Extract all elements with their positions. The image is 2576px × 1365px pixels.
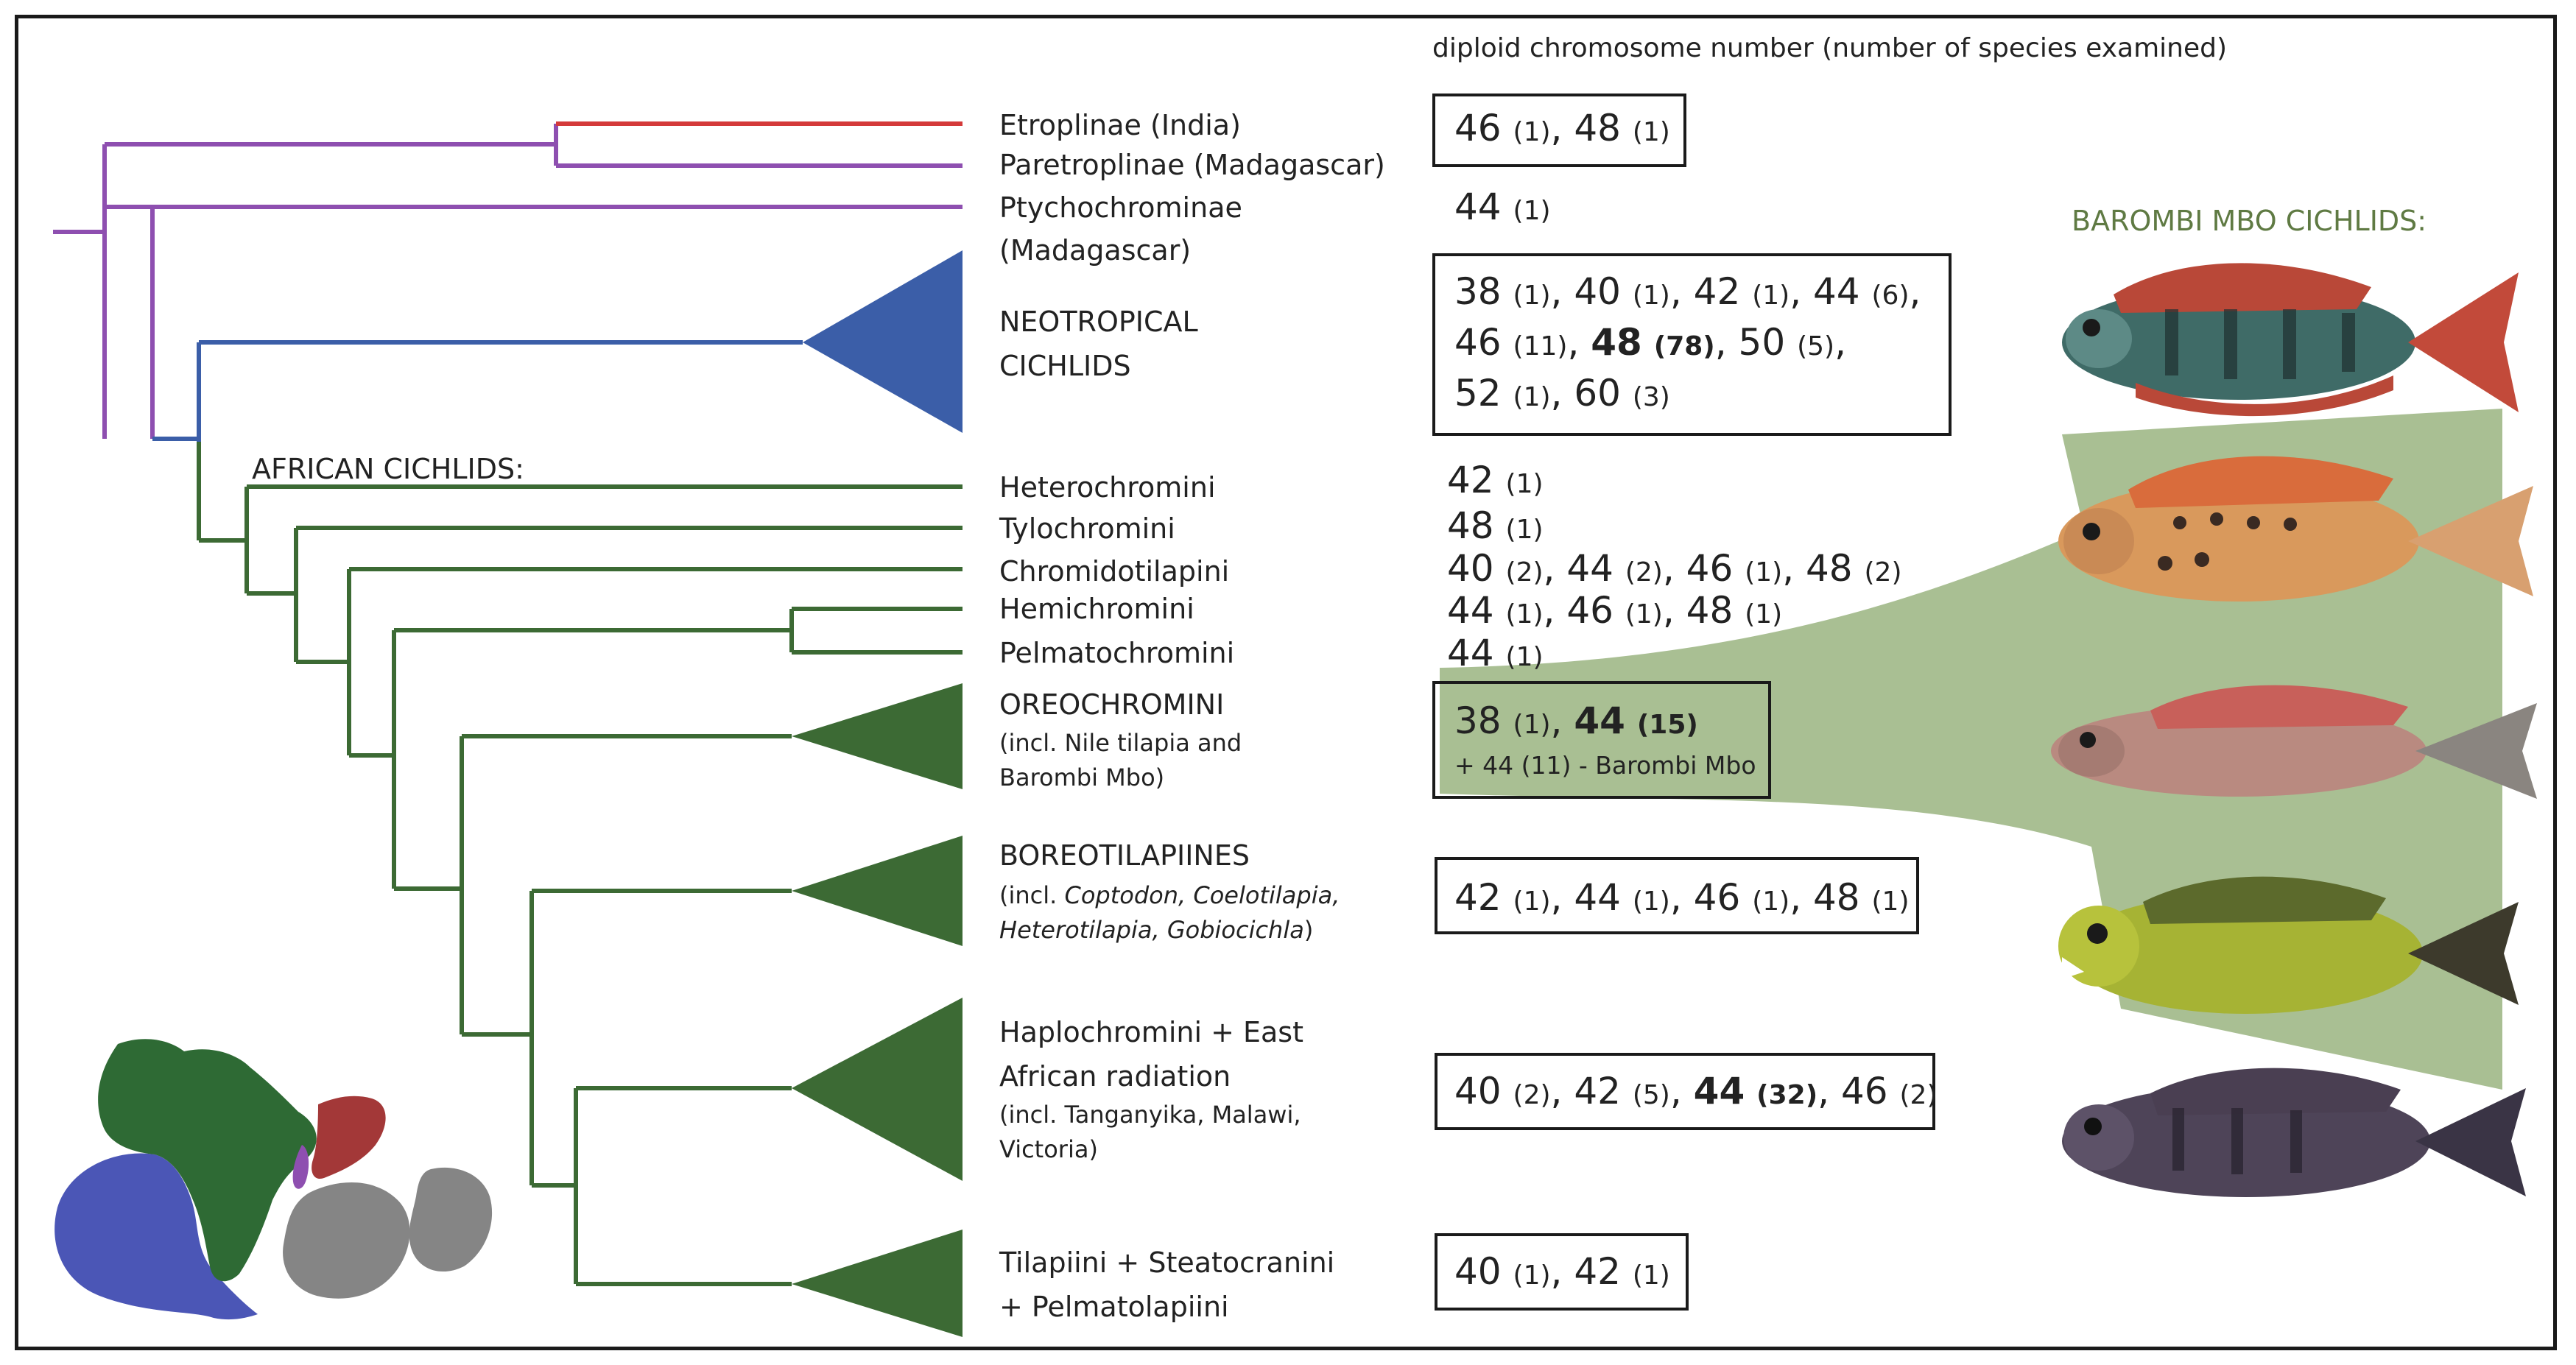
taxon-ptychochrominae-region: (Madagascar) [999, 234, 1192, 267]
counts-etroplinae: 46 (1), 48 (1) [1454, 107, 1670, 149]
taxon-chromidotilapini: Chromidotilapini [999, 555, 1230, 588]
fish-orange-spotted [2058, 456, 2533, 602]
madagascar-branches [53, 124, 963, 439]
fish-yellow-green [2058, 876, 2519, 1014]
haplochromini-clade-triangle [792, 998, 963, 1181]
neotropical-clade-triangle [803, 250, 963, 433]
oreochromini-clade-triangle [792, 683, 963, 789]
counts-oreochromini: 38 (1), 44 (15) [1454, 699, 1698, 742]
taxon-haplochromini-note: (incl. Tanganyika, Malawi, [999, 1101, 1301, 1129]
taxon-paretroplinae: Paretroplinae (Madagascar) [999, 149, 1385, 181]
taxon-boreotilapiines-note: (incl. Coptodon, Coelotilapia, [999, 881, 1340, 909]
count-box-boreotilapiines [1435, 857, 1919, 934]
map-madagascar [292, 1145, 309, 1189]
taxon-haplochromini-note-2: Victoria) [999, 1135, 1098, 1163]
counts-chromidotilapini: 40 (2), 44 (2), 46 (1), 48 (2) [1447, 547, 1902, 590]
counts-hemichromini: 44 (1), 46 (1), 48 (1) [1447, 589, 1783, 632]
tilapiini-clade-triangle [792, 1230, 963, 1337]
neotropical-branches [152, 340, 803, 442]
counts-pelmatochromini: 44 (1) [1447, 632, 1544, 674]
taxon-oreochromini: OREOCHROMINI [999, 688, 1225, 721]
count-box-etroplinae [1432, 94, 1686, 167]
taxon-boreotilapiines: BOREOTILAPIINES [999, 839, 1250, 872]
count-box-oreochromini [1432, 681, 1771, 799]
boreotilapiines-clade-triangle [792, 836, 963, 946]
counts-tilapiini: 40 (1), 42 (1) [1454, 1250, 1670, 1293]
fish-dark-purple [2062, 1068, 2526, 1197]
taxon-hemichromini: Hemichromini [999, 593, 1194, 625]
count-box-tilapiini [1435, 1233, 1689, 1311]
counts-tylochromini: 48 (1) [1447, 504, 1544, 547]
taxon-tilapiini-2: + Pelmatolapiini [999, 1291, 1229, 1323]
gondwana-map [54, 1039, 493, 1320]
taxon-oreochromini-note: (incl. Nile tilapia and [999, 729, 1242, 757]
counts-boreotilapiines: 42 (1), 44 (1), 46 (1), 48 (1) [1454, 876, 1910, 919]
fish-slender-pink [2051, 685, 2537, 799]
taxon-haplochromini-2: African radiation [999, 1060, 1231, 1093]
african-branches [197, 442, 963, 1286]
counts-ptychochrominae: 44 (1) [1454, 186, 1551, 228]
taxon-haplochromini: Haplochromini + East [999, 1016, 1304, 1048]
taxon-heterochromini: Heterochromini [999, 471, 1216, 504]
taxon-oreochromini-note-2: Barombi Mbo) [999, 763, 1165, 791]
count-box-haplochromini [1435, 1053, 1935, 1130]
counts-haplochromini: 40 (2), 42 (5), 44 (32), 46 (2) [1454, 1070, 1938, 1112]
counts-heterochromini: 42 (1) [1447, 459, 1544, 501]
taxon-neotropical-2: CICHLIDS [999, 350, 1131, 382]
taxon-etroplinae: Etroplinae (India) [999, 109, 1241, 141]
taxon-pelmatochromini: Pelmatochromini [999, 637, 1235, 669]
counts-neotropical: 38 (1), 40 (1), 42 (1), 44 (6), 46 (11),… [1454, 270, 1921, 415]
barombi-title: BAROMBI MBO CICHLIDS: [2072, 205, 2427, 237]
map-antarctica [283, 1182, 410, 1299]
counts-oreochromini-barombi: + 44 (11) - Barombi Mbo [1454, 751, 1756, 780]
map-africa [98, 1039, 317, 1282]
taxon-tylochromini: Tylochromini [999, 512, 1175, 545]
map-madagascar-india [312, 1096, 386, 1179]
map-australia [409, 1167, 493, 1272]
taxon-neotropical: NEOTROPICAL [999, 306, 1198, 338]
chromosome-header: diploid chromosome number (number of spe… [1432, 33, 2227, 63]
taxon-boreotilapiines-note-2: Heterotilapia, Gobiocichla) [999, 916, 1314, 944]
fish-barred-red-fin [2062, 263, 2519, 417]
taxon-tilapiini: Tilapiini + Steatocranini [999, 1246, 1335, 1279]
map-south-america [54, 1153, 258, 1320]
taxon-ptychochrominae: Ptychochrominae [999, 191, 1242, 224]
count-box-neotropical [1432, 253, 1952, 436]
african-cichlids-label: AFRICAN CICHLIDS: [252, 453, 524, 485]
